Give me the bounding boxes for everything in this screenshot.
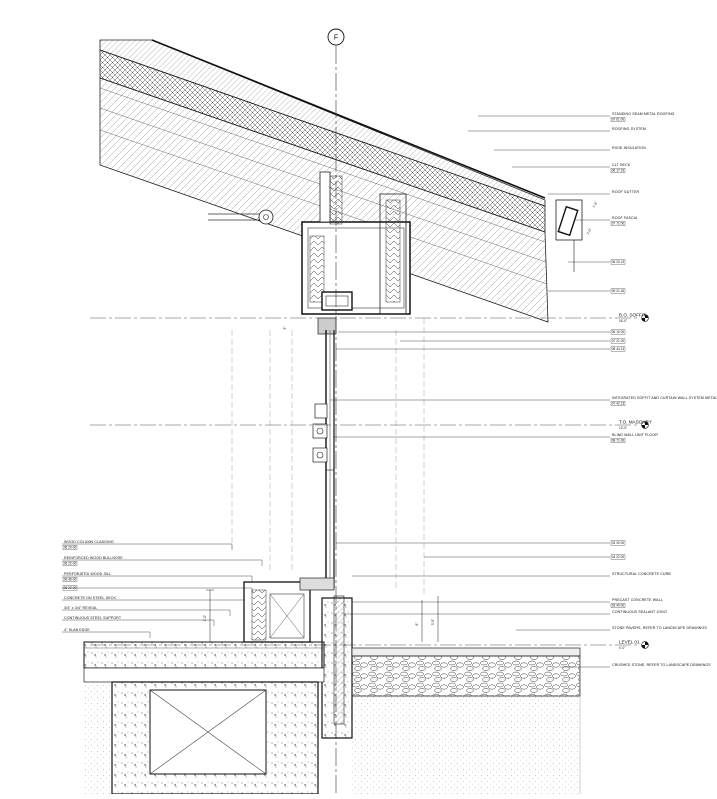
callout-right-text-11: INTEGRATED SOFFIT AND CURTAIN WALL SYSTE… <box>612 396 717 400</box>
callout-right-0: STANDING SEAM METAL ROOFING 07 61 00 <box>478 112 675 122</box>
callout-left-text-1: REINFORCED WOOD BULLNOSE <box>64 556 123 560</box>
curtain-wall-mullion <box>312 330 335 588</box>
foundation <box>84 681 319 795</box>
dim-3: 3'-0" <box>431 619 435 625</box>
callout-left-text-2: PERFORATED WOOD SILL <box>64 572 111 576</box>
roof-gutter <box>555 199 583 272</box>
callout-right-ref-6: 06 20 13 <box>612 260 625 264</box>
callout-left-2: PERFORATED WOOD SILL 06 46 00 <box>62 572 253 582</box>
callout-right-11: INTEGRATED SOFFIT AND CURTAIN WALL SYSTE… <box>330 396 717 406</box>
dim-1: 1'-0" <box>203 615 207 621</box>
callout-right-text-15: STRUCTURAL CONCRETE CURB <box>612 572 671 576</box>
callout-right-ref-16: 03 40 00 <box>612 604 625 608</box>
callout-right-text-1: ROOFING SYSTEM <box>612 127 646 131</box>
callout-right-17: CONTINUOUS SEALANT JOINT <box>344 610 668 614</box>
callout-right-14: 04 22 00 <box>424 554 626 560</box>
callout-right-ref-8: 06 10 00 <box>612 330 625 334</box>
callout-right-text-12: BLIND WALL UNIT FLOOR <box>612 433 658 437</box>
callout-right-text-19: CRUSHED STONE, REFER TO LANDSCAPE DRAWIN… <box>612 663 711 667</box>
callout-right-ref-10: 08 44 13 <box>612 347 625 351</box>
callout-left-ref-0: 06 20 00 <box>64 546 77 550</box>
level-elev-2: 0'-0" <box>619 646 625 650</box>
level-name-2: LEVEL 01 <box>619 640 640 645</box>
callout-right-ref-7: 09 21 16 <box>612 289 625 293</box>
callout-right-text-5: ROOF FASCIA <box>612 216 638 220</box>
dim-6: 3" <box>283 327 287 330</box>
callout-right-text-17: CONTINUOUS SEALANT JOINT <box>612 610 668 614</box>
precast-concrete-curb <box>321 595 353 739</box>
callout-right-ref-12: 08 71 00 <box>612 439 625 443</box>
level-lines <box>90 317 640 646</box>
dimension-strings: 1'-0" 6" 3'-0" 1'-6" 2'-0" 3" <box>203 201 599 643</box>
callout-right-15: STRUCTURAL CONCRETE CURB <box>352 572 671 576</box>
callout-right-ref-5: 07 71 00 <box>612 222 625 226</box>
callout-right-19: CRUSHED STONE, REFER TO LANDSCAPE DRAWIN… <box>560 663 711 667</box>
soffit-enclosure <box>301 171 411 335</box>
window-sill-assembly <box>243 577 335 643</box>
level-elev-0: 16'-0" <box>619 319 627 323</box>
callout-left-5: 3/4" x 3/4" REVEAL <box>62 606 231 616</box>
dim-5: 2'-0" <box>586 228 593 236</box>
callout-right-4: ROOF GUTTER <box>548 190 640 195</box>
callout-right-5: ROOF FASCIA 07 71 00 <box>574 216 638 226</box>
callout-right-text-18: STONE PAVERS, REFER TO LANDSCAPE DRAWING… <box>612 626 707 630</box>
callout-left-text-5: 3/4" x 3/4" REVEAL <box>64 606 97 610</box>
callout-left-4: CONCRETE ON STEEL DECK <box>62 596 245 606</box>
callout-right-1: ROOFING SYSTEM <box>468 127 646 132</box>
callout-left-text-0: WOOD COLUMN CLADDING <box>64 540 114 544</box>
callout-right-9: 07 21 00 <box>400 338 626 344</box>
level-marker-2: LEVEL 010'-0" <box>619 640 649 650</box>
callout-right-16: PRECAST CONCRETE WALL 03 40 00 <box>352 598 663 608</box>
callout-left-ref-2: 06 46 00 <box>64 578 77 582</box>
callout-right-13: 03 30 00 <box>336 540 626 546</box>
dim-2: 6" <box>415 623 419 626</box>
callout-left-3: 06 22 00 <box>62 585 253 594</box>
callout-right-ref-13: 03 30 00 <box>612 541 625 545</box>
callout-right-2: RIGID INSULATION <box>494 146 646 151</box>
callout-left-ref-1: 06 22 00 <box>64 562 77 566</box>
callout-left-6: CONTINUOUS STEEL SUPPORT <box>62 616 215 626</box>
callout-left-1: REINFORCED WOOD BULLNOSE 06 22 00 <box>62 556 263 566</box>
reference-lines <box>231 318 425 594</box>
grid-bubble-label: F <box>334 35 338 42</box>
callout-right-ref-14: 04 22 00 <box>612 555 625 559</box>
callout-left-0: WOOD COLUMN CLADDING 06 20 00 <box>62 540 233 550</box>
callout-right-10: 08 44 13 <box>336 346 626 352</box>
callout-right-ref-3: 06 17 19 <box>612 169 625 173</box>
callout-right-8: 06 10 00 <box>338 329 626 335</box>
callout-right-text-3: CLT DECK <box>612 163 631 167</box>
callout-right-ref-9: 07 21 00 <box>612 339 625 343</box>
floor-slab <box>83 641 325 683</box>
callout-right-ref-0: 07 61 00 <box>612 118 625 122</box>
level-name-1: T.O. MASONRY <box>619 420 652 425</box>
level-elev-1: 12'-0" <box>619 426 627 430</box>
outrigger-strut <box>208 209 274 225</box>
callout-right-text-0: STANDING SEAM METAL ROOFING <box>612 112 675 116</box>
callout-right-ref-11: 07 42 13 <box>612 402 625 406</box>
callout-right-text-16: PRECAST CONCRETE WALL <box>612 598 663 602</box>
callout-right-18: STONE PAVERS, REFER TO LANDSCAPE DRAWING… <box>516 626 707 630</box>
callout-left-text-6: CONTINUOUS STEEL SUPPORT <box>64 616 122 620</box>
callout-right-text-4: ROOF GUTTER <box>612 190 640 194</box>
callout-left-ref-3: 06 22 00 <box>64 586 77 590</box>
callout-right-text-2: RIGID INSULATION <box>612 146 646 150</box>
callout-right-6: 06 20 13 <box>568 259 626 265</box>
callout-left-text-7: 4" SLAB EDGE <box>64 628 90 632</box>
callout-left-text-4: CONCRETE ON STEEL DECK <box>64 596 116 600</box>
callout-left-7: 4" SLAB EDGE <box>62 628 151 638</box>
callout-right-12: BLIND WALL UNIT FLOOR 08 71 00 <box>334 433 658 443</box>
callout-right-7: 09 21 16 <box>548 288 626 294</box>
exterior-ground <box>351 647 581 794</box>
level-name-0: B.O. SOFFIT <box>619 313 646 318</box>
dim-4: 1'-6" <box>592 201 599 209</box>
callout-right-3: CLT DECK 06 17 19 <box>512 163 631 173</box>
roof-metal-layer <box>99 39 546 207</box>
grid-bubble <box>327 28 345 46</box>
